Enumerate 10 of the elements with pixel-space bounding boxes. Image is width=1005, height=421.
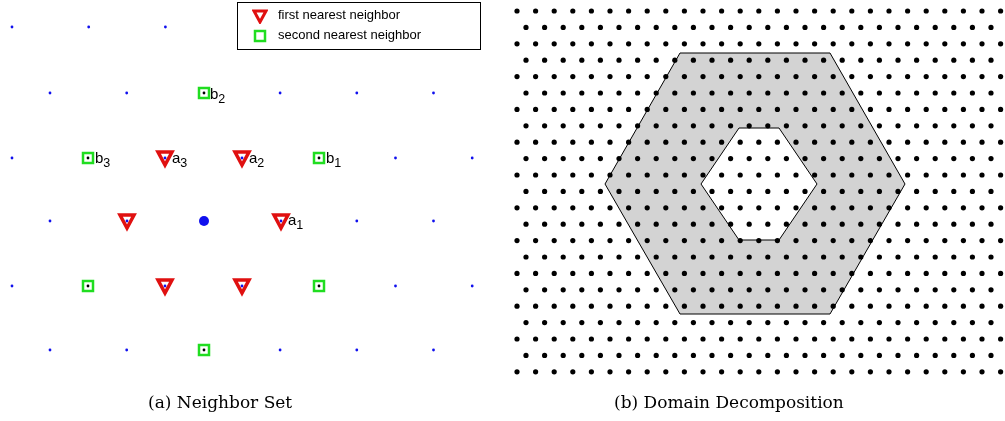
legend-text: first nearest neighbor	[278, 7, 401, 22]
point-label: a$_{2}$	[249, 150, 265, 171]
point-label: a$_{3}$	[172, 150, 188, 171]
caption: (b) Domain Decomposition	[614, 392, 844, 412]
legend-text: second nearest neighbor	[278, 27, 422, 42]
point-label: b$_{2}$	[210, 86, 226, 107]
point-label: b$_{1}$	[326, 150, 342, 171]
caption: (a) Neighbor Set	[148, 392, 293, 412]
point-label: a$_{1}$	[288, 212, 304, 233]
point-label: b$_{3}$	[95, 150, 111, 171]
